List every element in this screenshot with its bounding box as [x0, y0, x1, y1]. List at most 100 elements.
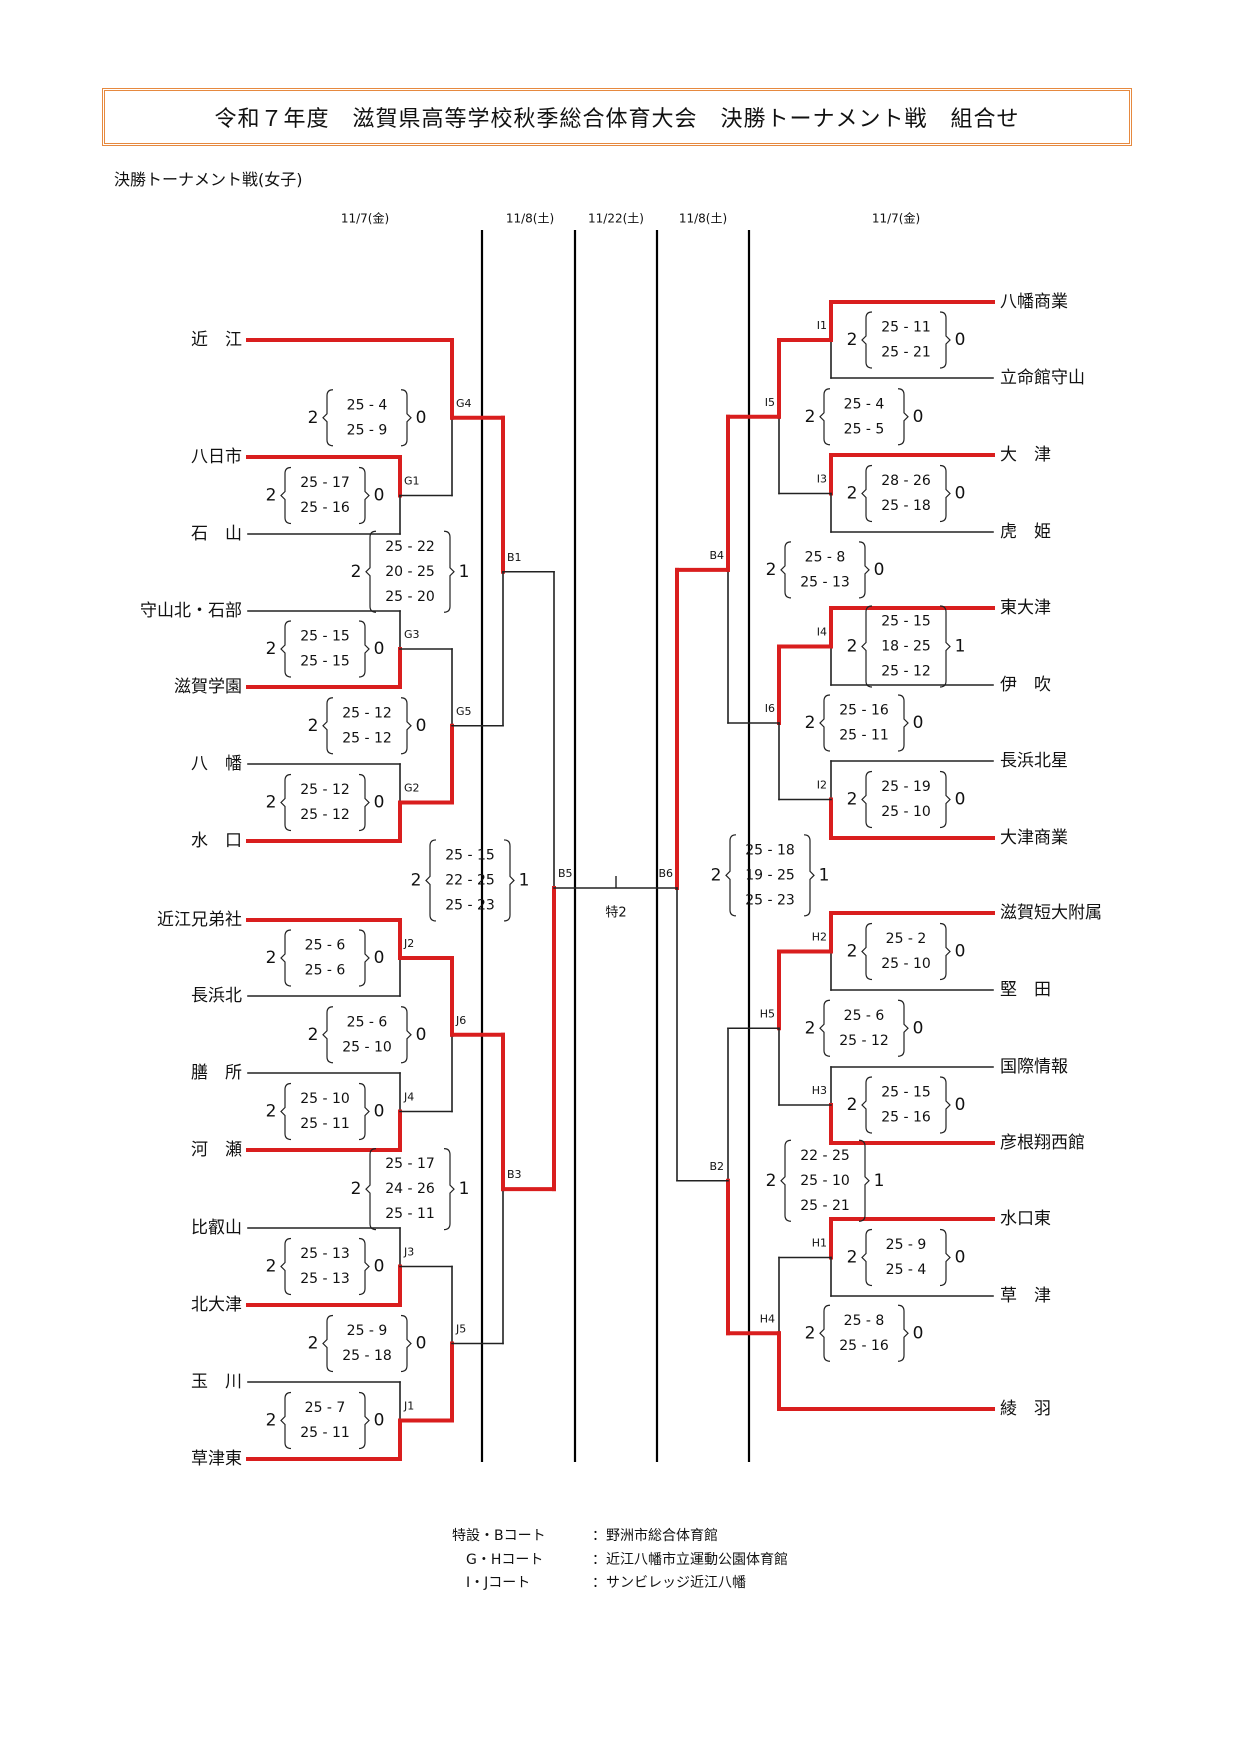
venue-name: ：近江八幡市立運動公園体育館	[592, 1551, 788, 1568]
match-id-label: H5	[760, 1007, 775, 1020]
set-score: 25 - 21	[881, 345, 931, 361]
sets-won-a: 2	[266, 1102, 277, 1122]
score-brace-left	[819, 1304, 831, 1362]
set-score: 25 - 17	[385, 1156, 435, 1172]
team-name: 草 津	[1000, 1286, 1051, 1306]
team-name: 八 幡	[191, 754, 242, 774]
set-score: 25 - 6	[305, 938, 346, 954]
venue-note: 特設・Bコート ：野洲市総合体育館	[452, 1525, 788, 1549]
match-id-label: J5	[455, 1323, 466, 1336]
set-score: 25 - 4	[347, 397, 388, 413]
sets-won-b: 0	[913, 1018, 924, 1038]
match-id-label: J3	[403, 1246, 414, 1259]
match-id-label: B4	[709, 549, 724, 562]
sets-won-b: 0	[955, 790, 966, 810]
score-brace-left	[280, 929, 292, 987]
sets-won-a: 2	[308, 1025, 319, 1045]
team-name: 八幡商業	[1000, 292, 1068, 312]
sets-won-b: 1	[519, 870, 530, 890]
set-score: 25 - 11	[839, 728, 889, 744]
set-score: 25 - 15	[300, 629, 350, 645]
final-label: 特2	[605, 906, 626, 921]
sets-won-b: 1	[874, 1171, 885, 1191]
sets-won-b: 1	[819, 865, 830, 885]
score-brace-right	[897, 999, 909, 1057]
set-score: 25 - 5	[844, 421, 885, 437]
score-brace-left	[861, 464, 873, 523]
set-score: 25 - 6	[305, 963, 346, 979]
score-brace-right	[897, 1304, 909, 1362]
set-score: 25 - 10	[342, 1039, 392, 1055]
team-name: 東大津	[1000, 598, 1051, 618]
match-id-label: B1	[507, 551, 522, 564]
sets-won-b: 1	[955, 637, 966, 657]
score-brace-right	[358, 1237, 370, 1296]
sets-won-b: 0	[374, 486, 385, 506]
sets-won-b: 0	[955, 942, 966, 962]
score-brace-right	[939, 1228, 951, 1287]
match-id-label: G3	[404, 628, 420, 641]
venue-notes: 特設・Bコート ：野洲市総合体育館 G・Hコート ：近江八幡市立運動公園体育館 …	[452, 1525, 788, 1596]
set-score: 25 - 12	[300, 782, 350, 798]
sets-won-b: 0	[955, 330, 966, 350]
set-score: 25 - 9	[886, 1237, 927, 1253]
set-score: 24 - 26	[385, 1181, 435, 1197]
team-name: 北大津	[191, 1295, 242, 1315]
set-score: 25 - 15	[881, 614, 931, 630]
set-score: 25 - 15	[445, 847, 495, 863]
score-brace-left	[861, 1228, 873, 1287]
sets-won-a: 2	[351, 1179, 362, 1199]
sets-won-b: 0	[374, 1257, 385, 1277]
team-name: 虎 姫	[1000, 522, 1051, 542]
set-score: 25 - 16	[881, 1110, 931, 1126]
sets-won-b: 0	[374, 639, 385, 659]
court-label: 特設・Bコート	[452, 1528, 546, 1544]
set-score: 25 - 23	[745, 892, 795, 908]
sets-won-b: 0	[374, 1102, 385, 1122]
score-brace-left	[322, 697, 334, 755]
page-title: 令和７年度 滋賀県高等学校秋季総合体育大会 決勝トーナメント戦 組合せ	[214, 107, 1020, 132]
sets-won-a: 2	[351, 562, 362, 582]
score-brace-right	[358, 1391, 370, 1450]
set-score: 25 - 4	[844, 396, 885, 412]
match-id-label: J2	[403, 937, 414, 950]
set-score: 25 - 2	[886, 931, 927, 947]
sets-won-a: 2	[847, 637, 858, 657]
date-header: 11/7(金)	[341, 211, 389, 226]
set-score: 19 - 25	[745, 867, 795, 883]
score-brace-left	[365, 530, 377, 613]
set-score: 25 - 10	[881, 804, 931, 820]
team-name: 立命館守山	[1000, 368, 1085, 388]
set-score: 25 - 12	[342, 730, 392, 746]
score-brace-left	[861, 922, 873, 981]
team-name: 滋賀学園	[174, 677, 242, 697]
set-score: 25 - 11	[300, 1425, 350, 1441]
set-score: 20 - 25	[385, 564, 435, 580]
score-brace-right	[358, 620, 370, 678]
set-score: 28 - 26	[881, 473, 931, 489]
set-score: 25 - 12	[881, 664, 931, 680]
match-id-label: I5	[765, 396, 775, 409]
score-brace-left	[725, 834, 737, 917]
sets-won-b: 0	[955, 1248, 966, 1268]
score-brace-right	[400, 697, 412, 755]
sets-won-b: 1	[459, 1179, 470, 1199]
score-brace-right	[939, 1076, 951, 1134]
set-score: 22 - 25	[445, 872, 495, 888]
venue-note: I・Jコート ：サンビレッジ近江八幡	[452, 1572, 788, 1596]
team-name: 堅 田	[1000, 980, 1051, 1000]
score-brace-right	[400, 389, 412, 447]
team-name: 河 瀬	[191, 1140, 242, 1160]
score-brace-right	[897, 694, 909, 752]
score-brace-right	[443, 1148, 455, 1231]
set-score: 25 - 13	[800, 574, 850, 590]
sets-won-a: 2	[266, 1257, 277, 1277]
score-brace-right	[358, 1082, 370, 1141]
sets-won-a: 2	[308, 716, 319, 736]
team-name: 水 口	[191, 831, 242, 851]
score-brace-right	[939, 605, 951, 688]
set-score: 25 - 12	[342, 705, 392, 721]
set-score: 25 - 10	[881, 956, 931, 972]
set-score: 25 - 4	[886, 1262, 927, 1278]
